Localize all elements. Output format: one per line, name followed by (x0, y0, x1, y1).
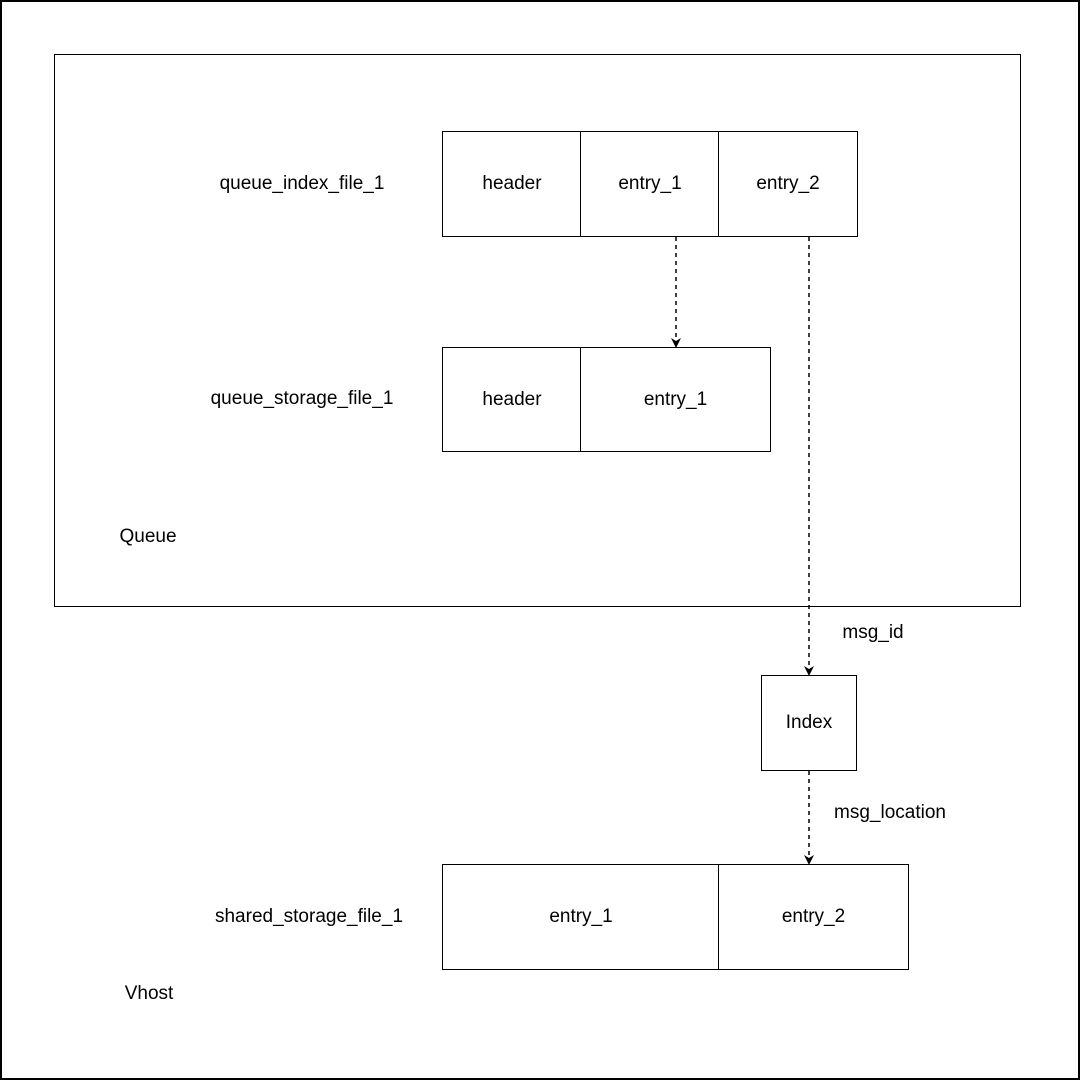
queue-index-entry2-cell: entry_2 (718, 131, 858, 237)
vhost-label: Vhost (124, 983, 174, 1004)
index-box: Index (761, 675, 857, 771)
queue-label: Queue (119, 526, 177, 547)
shared-storage-entry1-cell: entry_1 (442, 864, 720, 970)
queue-storage-header-cell: header (442, 347, 582, 452)
msg-location-edge-label: msg_location (834, 802, 946, 823)
queue-index-file-label: queue_index_file_1 (219, 173, 385, 194)
shared-storage-entry2-cell: entry_2 (718, 864, 909, 970)
msg-id-edge-label: msg_id (842, 622, 904, 643)
shared-storage-file-label: shared_storage_file_1 (214, 906, 404, 927)
queue-storage-file-label: queue_storage_file_1 (210, 388, 394, 409)
queue-index-header-cell: header (442, 131, 582, 237)
queue-index-entry1-cell: entry_1 (580, 131, 720, 237)
queue-container (54, 54, 1021, 607)
queue-storage-entry1-cell: entry_1 (580, 347, 771, 452)
